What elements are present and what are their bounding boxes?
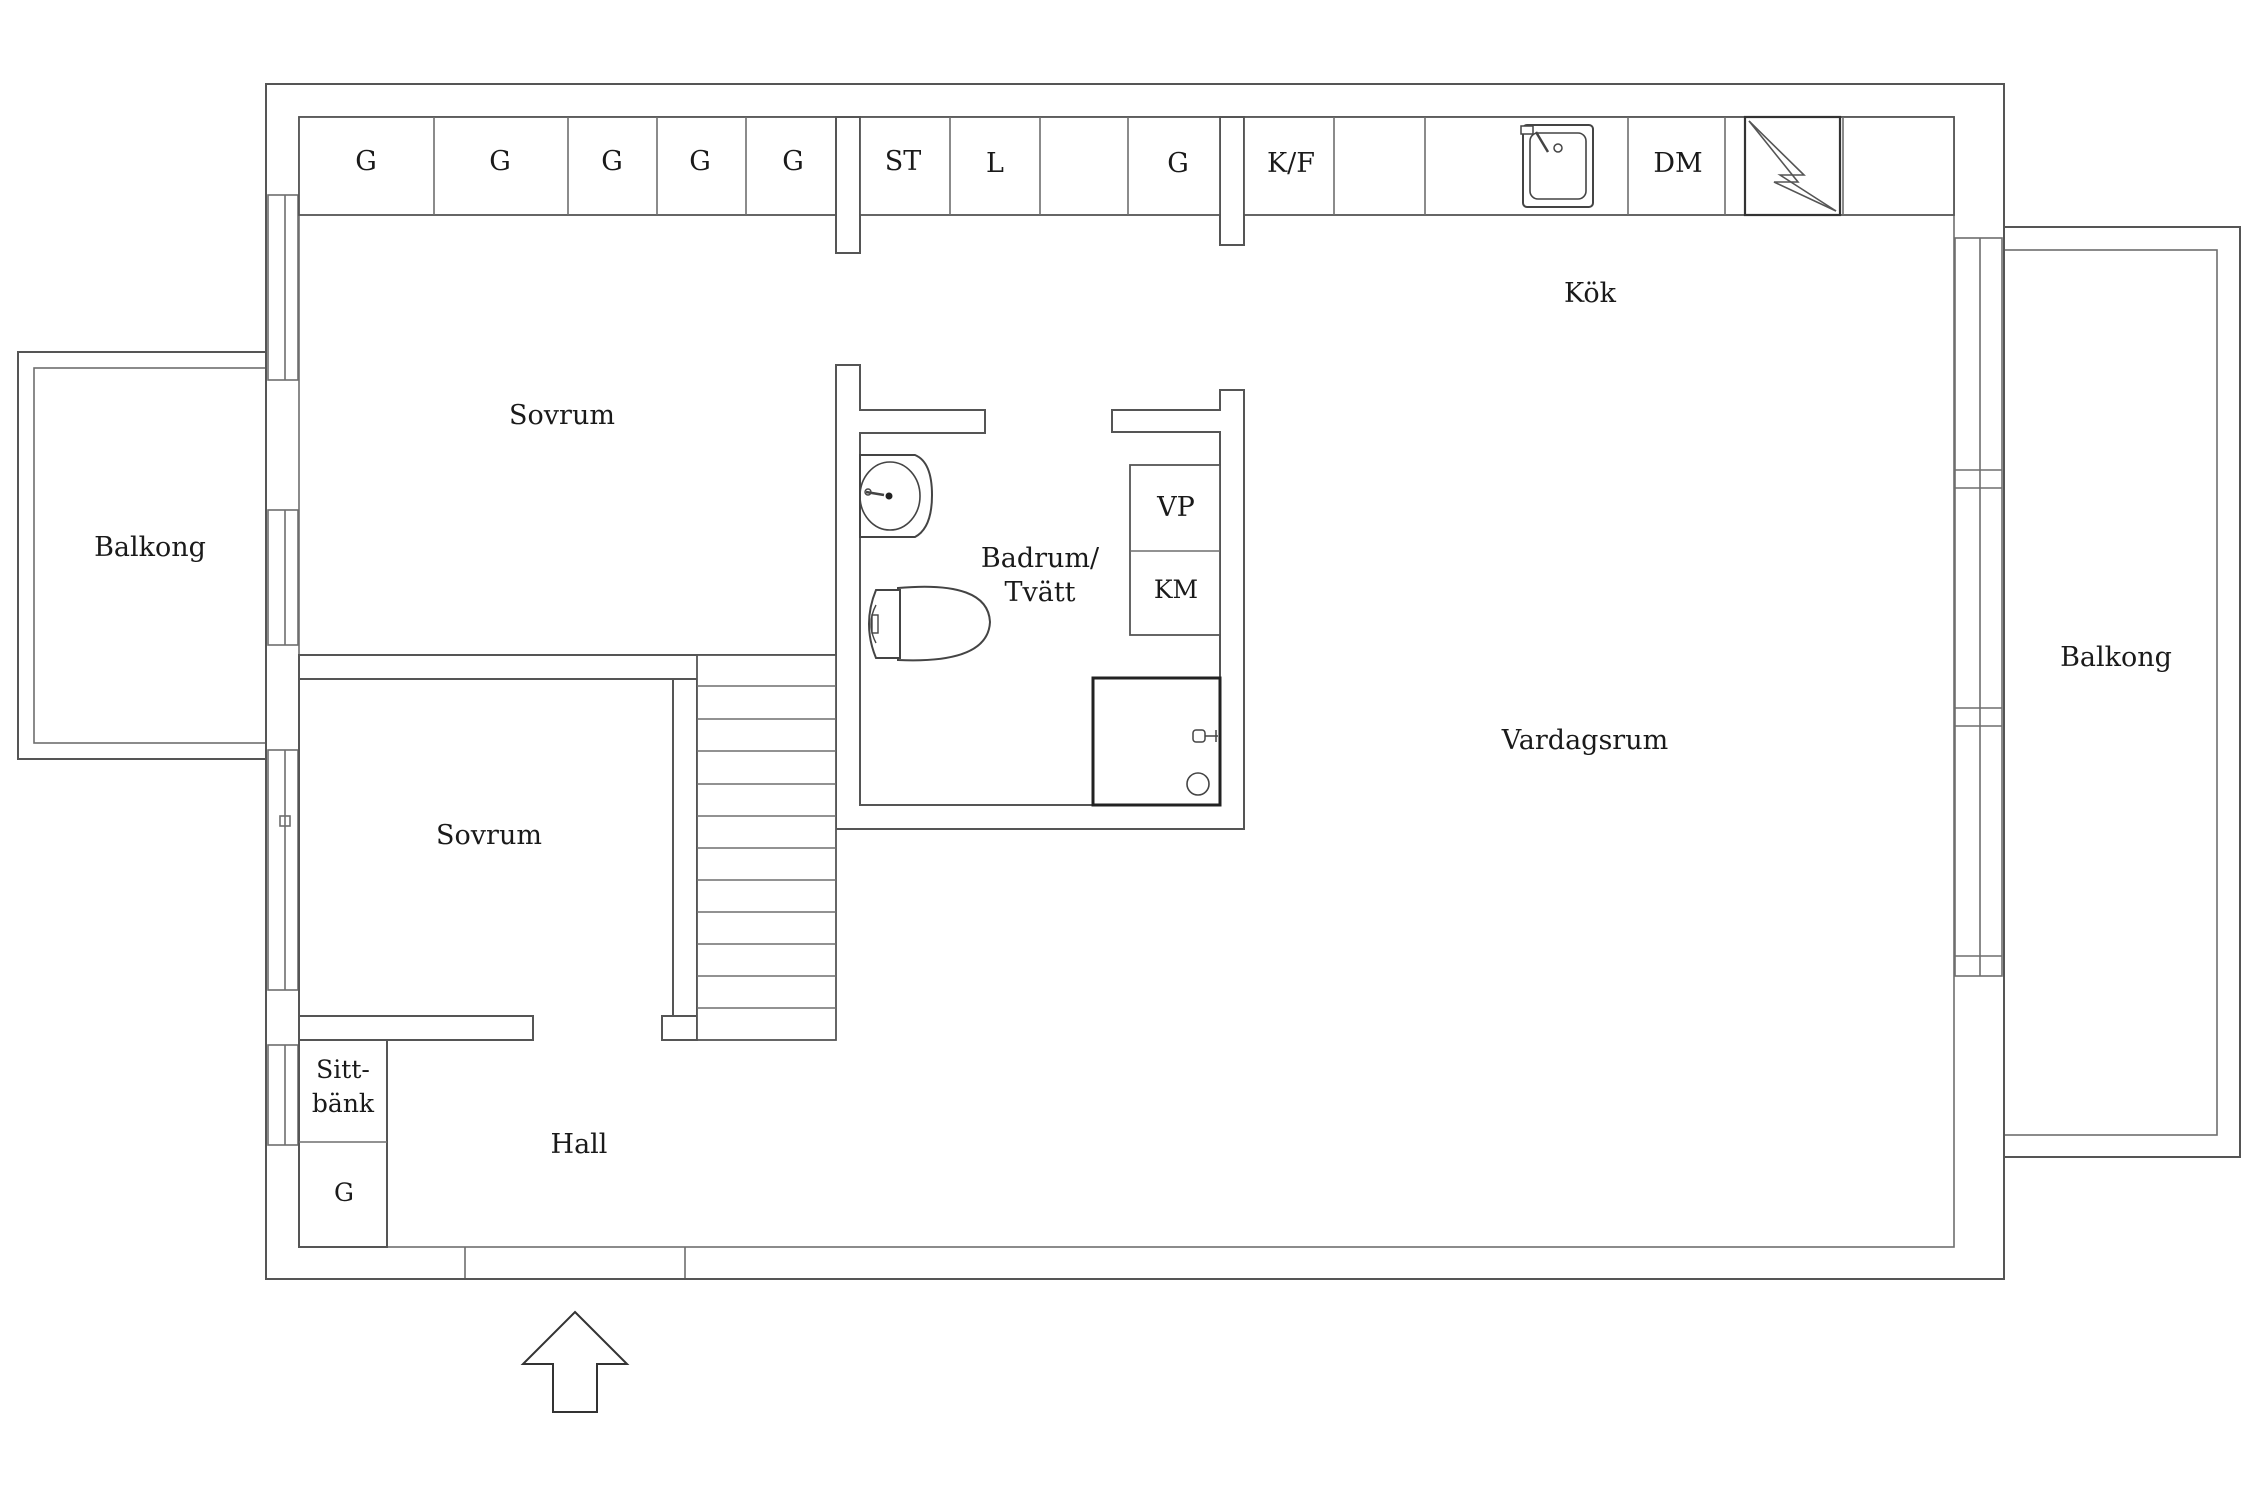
stairs (696, 654, 837, 1041)
wardrobe-label: G (601, 146, 623, 177)
balcony-right (1994, 226, 2241, 1158)
room-label-bedroom-1: Sovrum (509, 400, 615, 431)
storage-label-g: G (1167, 148, 1189, 179)
wall-stub (835, 116, 861, 254)
kitchen-counter (1243, 116, 1955, 216)
storage-row (859, 116, 1221, 216)
room-label-hall: Hall (551, 1129, 608, 1160)
room-label-bathroom-line2: Tvätt (1004, 577, 1075, 608)
kitchen-label-dm: DM (1653, 148, 1702, 179)
bathroom-walls (835, 364, 1245, 830)
room-label-kitchen: Kök (1564, 278, 1617, 309)
toilet-icon (868, 585, 992, 662)
kitchen-sink-icon (1520, 124, 1594, 208)
windows-right (1954, 237, 2003, 977)
wardrobe-label: G (689, 146, 711, 177)
laundry-label-vp: VP (1156, 492, 1195, 523)
room-label-balcony-left: Balkong (94, 532, 206, 563)
entrance-arrow-icon (520, 1310, 630, 1413)
storage-label-l: L (986, 148, 1004, 179)
room-label-balcony-right: Balkong (2060, 642, 2172, 673)
laundry-label-km: KM (1154, 575, 1198, 604)
stove-icon (1743, 115, 1842, 217)
balcony-left (17, 351, 269, 760)
closet-label-g: G (334, 1178, 354, 1207)
wardrobe-label: G (355, 146, 377, 177)
laundry-units (1129, 464, 1221, 636)
storage-label-st: ST (885, 146, 922, 177)
room-label-living-room: Vardagsrum (1501, 725, 1668, 756)
wardrobe-label: G (782, 146, 804, 177)
room-label-bedroom-2: Sovrum (436, 820, 542, 851)
kitchen-label-kf: K/F (1267, 148, 1315, 179)
bench-label-line2: bänk (312, 1089, 375, 1118)
bench-label-line1: Sitt- (316, 1055, 370, 1084)
sink-icon (859, 454, 934, 538)
wall-stub (1219, 116, 1245, 246)
wardrobe-label: G (489, 146, 511, 177)
wardrobe-row (298, 116, 837, 216)
shower-icon (1091, 676, 1222, 807)
room-label-bathroom-line1: Badrum/ (981, 543, 1100, 574)
